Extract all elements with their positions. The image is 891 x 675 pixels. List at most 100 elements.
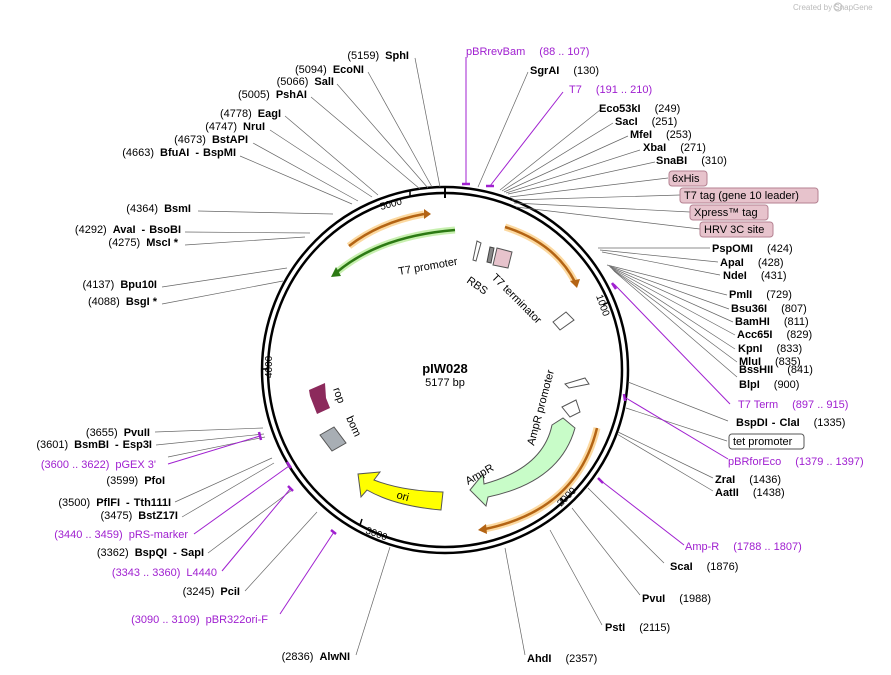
primer-label: (3343 .. 3360)L4440 xyxy=(112,567,217,579)
site-label: (3245)PciI xyxy=(183,586,240,598)
tick-marks xyxy=(262,190,610,526)
tick-label-1000: 1000 xyxy=(593,293,611,318)
orf-arc-top-arrow-icon xyxy=(424,209,431,219)
primer-label: T7(191 .. 210) xyxy=(569,84,652,96)
rop-label: rop xyxy=(330,386,347,405)
tet-promoter-box xyxy=(728,433,805,450)
site-label: ZraI(1436) xyxy=(715,474,781,486)
site-label: Acc65I(829) xyxy=(737,329,812,341)
site-label: (3362)BspQI-SapI xyxy=(97,547,204,559)
watermark: Created by SnapGene xyxy=(793,3,873,12)
site-label: (4275)MscI * xyxy=(108,237,178,249)
orf-arc-green-arrow-icon xyxy=(331,267,341,277)
site-label: PspOMI(424) xyxy=(712,243,793,255)
primer-lines xyxy=(167,57,731,615)
site-label: BamHI(811) xyxy=(735,316,809,328)
rbs-label: RBS xyxy=(464,275,489,298)
site-label: (3601)BsmBI-Esp3I xyxy=(36,439,152,451)
rbs-feature xyxy=(486,246,495,264)
primer-label: pBRforEco(1379 .. 1397) xyxy=(728,456,864,468)
site-lines-right xyxy=(477,71,738,656)
site-label: ApaI(428) xyxy=(720,257,784,269)
primer-label: pBRrevBam(88 .. 107) xyxy=(466,46,589,58)
site-label: (4292)AvaI-BsoBI xyxy=(75,224,181,236)
site-label: PstI(2115) xyxy=(605,622,670,634)
t7-terminator-feature xyxy=(552,311,575,331)
t7-promoter-feature xyxy=(472,240,482,262)
tick-label-4000: 4000 xyxy=(264,355,275,378)
snapgene-logo-icon xyxy=(833,2,843,12)
site-label: Bsu36I(807) xyxy=(731,303,807,315)
primer-labels: pBRrevBam(88 .. 107) T7(191 .. 210) T7 T… xyxy=(41,46,864,626)
primer-label: (3600 .. 3622)pGEX 3' xyxy=(41,459,156,471)
site-label: (3475)BstZ17I xyxy=(100,510,178,522)
primer-marks xyxy=(257,182,627,535)
site-label: Eco53kI(249) xyxy=(599,103,680,115)
t7-terminator-label: T7 terminator xyxy=(489,272,544,327)
bom-label: bom xyxy=(343,414,363,438)
site-label: AhdI(2357) xyxy=(527,653,597,665)
plasmid-size: 5177 bp xyxy=(425,377,465,389)
site-label: BssHII(841) xyxy=(739,364,813,376)
xpress-tag-box xyxy=(689,204,769,221)
tag-features xyxy=(492,247,513,269)
bom-feature xyxy=(319,426,347,452)
site-label: NdeI(431) xyxy=(723,270,787,282)
site-label: BlpI(900) xyxy=(739,379,799,391)
orf-arc-green xyxy=(336,228,456,273)
orf-arc-top xyxy=(348,212,425,247)
orf-arc-bottom xyxy=(484,427,599,531)
site-label: (4088)BsgI * xyxy=(88,296,158,308)
site-label: (4778)EagI xyxy=(220,108,281,120)
site-label: PmlI(729) xyxy=(729,289,792,301)
orf-arc-bottom-arrow-icon xyxy=(478,524,487,534)
site-label: (4673)BstAPI xyxy=(174,134,248,146)
t7-tag-label: T7 tag (gene 10 leader) xyxy=(684,190,799,202)
site-label: AatII(1438) xyxy=(715,487,785,499)
site-label: (5094)EcoNI xyxy=(295,64,364,76)
site-label: BspDI-ClaI(1335) xyxy=(736,417,845,429)
site-lines-left xyxy=(154,57,441,656)
site-label: MluI(835) xyxy=(739,356,801,368)
ampr-feature xyxy=(469,417,576,507)
rop-feature xyxy=(309,383,330,414)
site-label: MfeI(253) xyxy=(630,129,692,141)
site-label: KpnI(833) xyxy=(738,343,802,355)
site-labels-left: (5159)SphI (5094)EcoNI (5066)SalI (5005)… xyxy=(36,50,409,663)
site-label: (3599)PfoI xyxy=(106,475,165,487)
primer-label: (3090 .. 3109)pBR322ori-F xyxy=(131,614,268,626)
site-label: (2836)AlwNI xyxy=(282,651,350,663)
site-label: SgrAI(130) xyxy=(530,65,599,77)
site-label: (4747)NruI xyxy=(205,121,265,133)
site-label: (5159)SphI xyxy=(347,50,409,62)
site-label: (4663)BfuAI-BspMI xyxy=(122,147,236,159)
t7-promoter-label: T7 promoter xyxy=(397,256,458,278)
site-label: (5005)PshAI xyxy=(238,89,307,101)
ampr-promoter-feature xyxy=(561,399,581,418)
tet-promoter-label: tet promoter xyxy=(733,436,793,448)
site-label: SnaBI(310) xyxy=(656,155,727,167)
orf-arc-right xyxy=(504,225,577,283)
hrv-3c-label: HRV 3C site xyxy=(704,224,764,236)
orf-arc-right-halo xyxy=(503,223,579,284)
orf-arc-right-arrow-icon xyxy=(570,279,580,288)
hrv-3c-box xyxy=(699,221,774,238)
ori-label: ori xyxy=(395,489,410,504)
t7-tag-box xyxy=(679,187,819,204)
tet-promoter-feature xyxy=(564,377,590,389)
site-labels-right: SgrAI(130) Eco53kI(249) SacI(251) MfeI(2… xyxy=(527,65,845,665)
ori-feature xyxy=(357,471,444,511)
site-label: XbaI(271) xyxy=(643,142,706,154)
primer-label: Amp-R(1788 .. 1807) xyxy=(685,541,802,553)
site-label: SacI(251) xyxy=(615,116,677,128)
primer-label: T7 Term(897 .. 915) xyxy=(738,399,848,411)
site-label: (4364)BsmI xyxy=(126,203,191,215)
6xhis-box xyxy=(668,170,708,187)
site-label: (3500)PflFI-Tth111I xyxy=(58,497,171,509)
plasmid-name: pIW028 xyxy=(422,361,468,376)
primer-label: (3440 .. 3459)pRS-marker xyxy=(54,529,188,541)
site-label: (3655)PvuII xyxy=(86,427,150,439)
site-label: (4137)Bpu10I xyxy=(83,279,157,291)
